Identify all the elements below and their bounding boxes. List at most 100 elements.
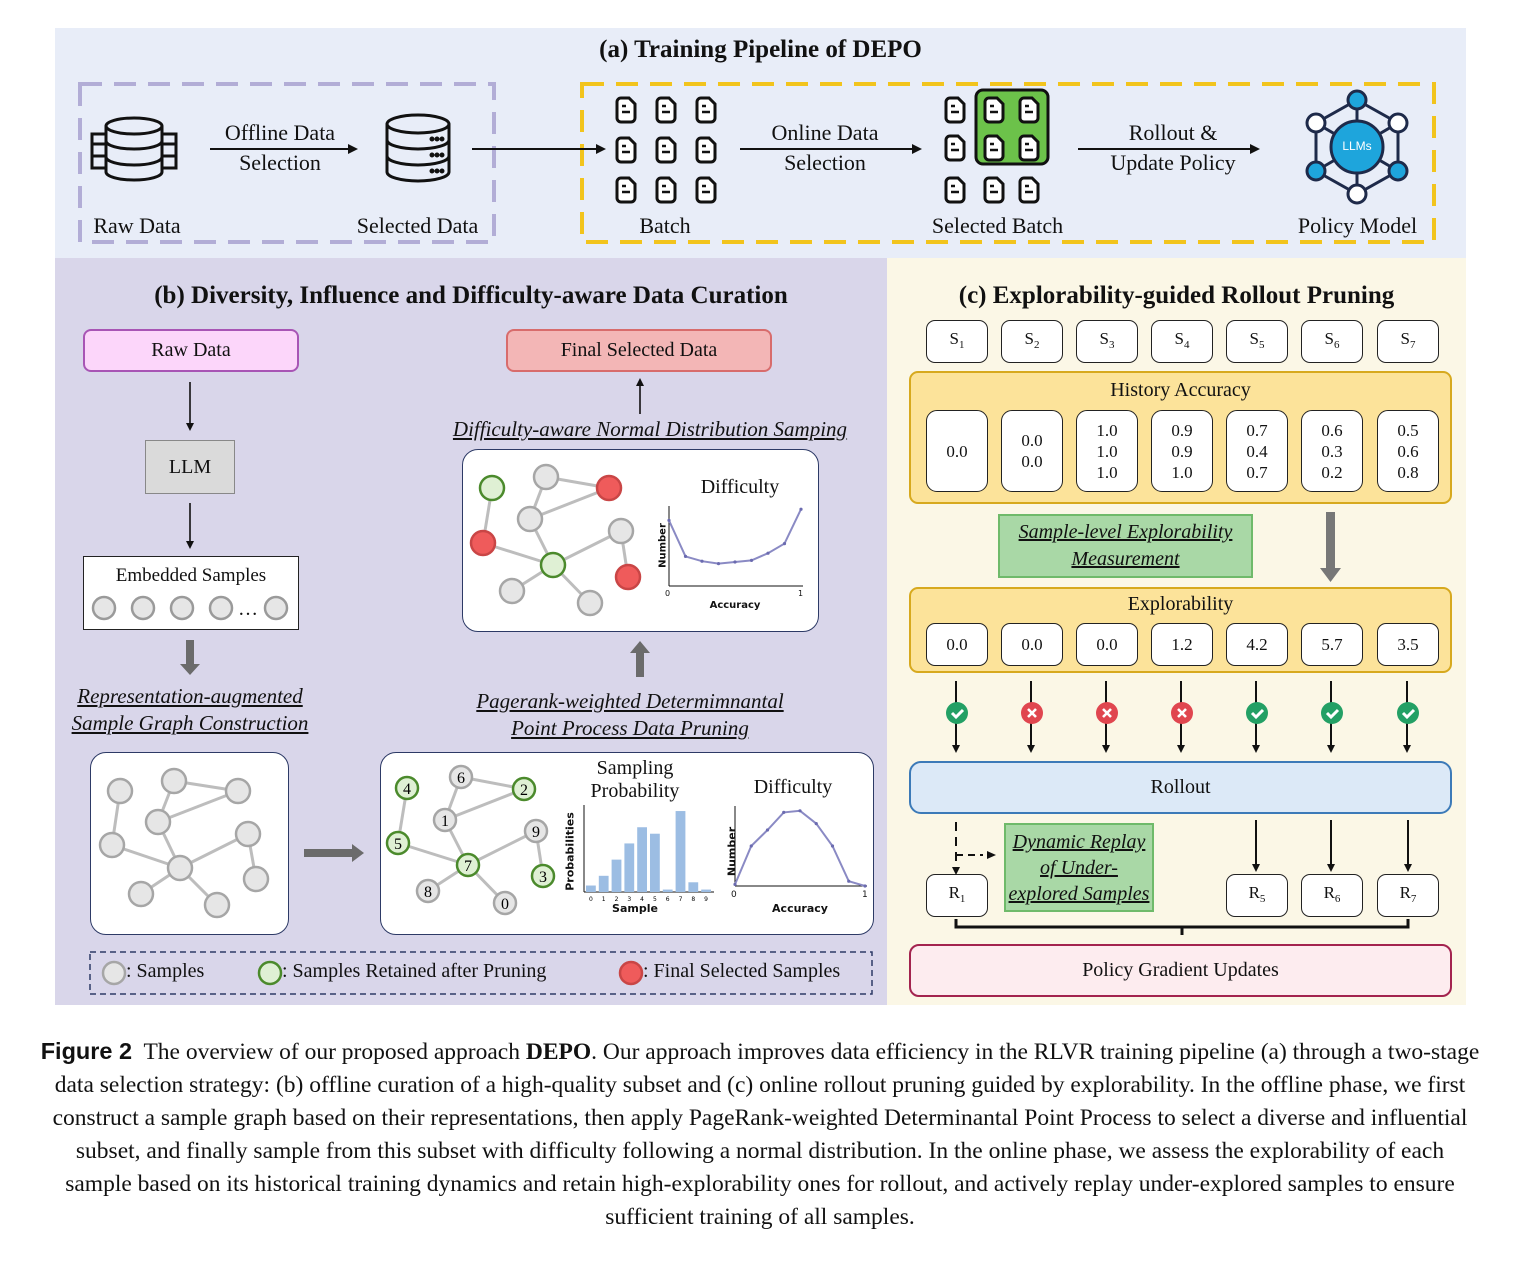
graph-node-1 <box>432 807 458 833</box>
document-icon <box>695 96 717 124</box>
x-tick-label: 8 <box>691 896 695 903</box>
data-point <box>749 844 753 848</box>
bar-0 <box>586 885 596 892</box>
bar-8 <box>688 882 699 892</box>
graph-node-label: 6 <box>457 770 465 787</box>
results-bracket <box>954 919 1410 935</box>
figure-caption: Figure 2 The overview of our proposed ap… <box>40 1035 1480 1234</box>
chart-bell-xtick-0: 0 <box>731 890 737 900</box>
x-tick-label: 2 <box>615 896 619 903</box>
embedded-samples-box: Embedded Samples <box>83 556 299 630</box>
panel-training-pipeline <box>55 28 1466 258</box>
embedded-ellipsis: … <box>238 598 258 620</box>
legend-sample-icon <box>101 960 127 986</box>
panel-b-title: (b) Diversity, Influence and Difficulty-… <box>154 282 788 309</box>
data-point <box>683 554 688 559</box>
graph-node-9 <box>523 818 549 844</box>
document-icon <box>983 96 1005 124</box>
chart-bar-title: Sampling Probability <box>590 757 680 802</box>
dpp-step-line1: Pagerank-weighted Determimnantal <box>476 689 784 713</box>
legend-final-label: : Final Selected Samples <box>643 960 841 982</box>
x-tick-label: 5 <box>653 896 657 903</box>
document-icon <box>655 136 677 164</box>
data-point <box>782 810 786 815</box>
chart-bell-xtick-1: 1 <box>862 890 868 900</box>
document-icon <box>1018 176 1040 204</box>
caption-text-1: The overview of our proposed approach <box>143 1039 526 1065</box>
x-tick-label: 0 <box>589 896 593 903</box>
chart-bell-title: Difficulty <box>753 776 833 798</box>
data-point <box>830 844 835 848</box>
data-point <box>798 809 802 813</box>
bar-9 <box>701 889 711 892</box>
llm-network-icon <box>1305 89 1409 205</box>
graph-construction-line1: Representation-augmented <box>77 684 303 708</box>
measurement-box <box>998 514 1253 578</box>
explorability-cell: 3.5 <box>1377 623 1439 666</box>
result-box-5: R5 <box>1226 874 1288 917</box>
sample-box-3: S3 <box>1076 320 1138 363</box>
document-icon <box>944 134 966 162</box>
chart-bell-xlabel: Accuracy <box>772 902 828 915</box>
data-point <box>863 884 867 888</box>
graph-node-0 <box>492 890 518 916</box>
graph-node-label: 4 <box>403 781 411 798</box>
legend-final-icon <box>618 960 644 986</box>
graph-node-4 <box>394 775 420 801</box>
graph-node-label: 5 <box>394 836 402 853</box>
embedded-node <box>263 595 289 621</box>
explorability-cell: 4.2 <box>1226 623 1288 666</box>
down-thick-arrow <box>180 640 200 675</box>
embedded-samples-label: Embedded Samples <box>115 565 267 586</box>
data-point <box>716 562 721 566</box>
x-tick-label: 4 <box>640 896 644 903</box>
document-icon <box>983 134 1005 162</box>
explorability-cell: 1.2 <box>1151 623 1213 666</box>
right-thick-arrow <box>304 844 364 862</box>
history-accuracy-title: History Accuracy <box>1110 379 1251 401</box>
data-point <box>733 560 737 564</box>
bar-4 <box>637 827 647 892</box>
graph-node-5 <box>385 830 411 856</box>
sample-box-2: S2 <box>1001 320 1063 363</box>
chart-bar-xlabel: Sample <box>612 902 658 915</box>
final-sampling-card <box>462 449 819 632</box>
document-icon <box>695 136 717 164</box>
document-icon <box>655 96 677 124</box>
measurement-line1: Sample-level Explorability <box>1018 521 1233 543</box>
document-icon <box>695 176 717 204</box>
online-selection-line2: Selection <box>784 150 866 175</box>
data-point <box>799 507 803 511</box>
raw-data-label: Raw Data <box>93 213 181 238</box>
explorability-cell: 0.0 <box>926 623 988 666</box>
document-icon <box>1018 96 1040 124</box>
graph-node-label: 0 <box>501 896 509 913</box>
sample-graph-nodes <box>98 767 270 919</box>
replay-line1: Dynamic Replay <box>1012 831 1146 853</box>
bar-1 <box>598 875 609 892</box>
graph-node-6 <box>448 764 474 790</box>
rollout-line1: Rollout & <box>1128 120 1218 145</box>
history-to-explorability-arrow <box>1320 512 1341 582</box>
raw-data-box: Raw Data <box>83 329 299 372</box>
data-point <box>847 879 851 883</box>
sample-box-6: S6 <box>1301 320 1363 363</box>
result-box-1: R1 <box>926 874 988 917</box>
document-icon <box>615 96 637 124</box>
dpp-step-line2: Point Process Data Pruning <box>511 716 749 740</box>
online-region <box>580 82 1436 244</box>
bar-3 <box>624 843 635 892</box>
chart-u-xlabel: Accuracy <box>709 600 761 611</box>
data-point <box>782 542 787 546</box>
graph-node-3 <box>530 863 556 889</box>
replay-line2: of Under- <box>1040 857 1118 879</box>
explorability-title: Explorability <box>1127 593 1234 615</box>
history-accuracy-cell: 0.0 <box>926 410 988 492</box>
data-point <box>733 882 737 887</box>
